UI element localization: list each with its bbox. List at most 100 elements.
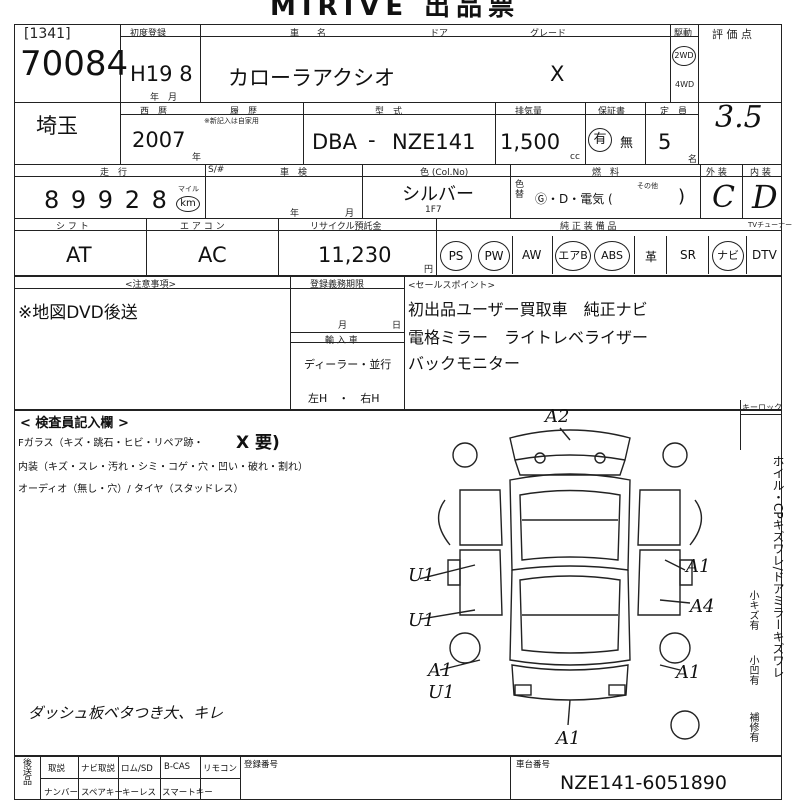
footer-chassis: NZE141-6051890 <box>560 772 727 794</box>
warranty-yes: 有 <box>588 128 612 152</box>
footer-item-keyless: キーレス <box>122 788 157 798</box>
lot-id: 70084 <box>20 44 129 84</box>
vehicle-info-frame <box>14 24 782 276</box>
footer-item-smart-key: スマートキー <box>162 788 213 798</box>
model-value: NZE141 <box>392 130 476 154</box>
score-value: 3.5 <box>715 100 763 135</box>
color-code: 1F7 <box>425 205 442 215</box>
fuel-close: ) <box>678 186 686 207</box>
reg-deadline-label: 登録義務期限 <box>310 280 365 290</box>
inspector-label: < 検査員記入欄 > <box>20 416 129 431</box>
mark-u1-low: U1 <box>428 682 455 703</box>
notes-text: ※地図DVD後送 <box>18 303 138 323</box>
first-reg-label: 初度登録 <box>130 29 167 39</box>
mileage-unit-mile: マイル <box>178 185 199 193</box>
footer-chassis-label: 車台番号 <box>516 760 551 770</box>
car-damage-diagram <box>420 427 703 740</box>
color-label: 色 (Col.No) <box>420 168 469 178</box>
fuel-options: Ⓖ・D・電気 ( <box>535 192 613 206</box>
mark-a1-bottom: A1 <box>556 728 581 749</box>
equip-ps: PS <box>440 241 472 271</box>
mark-a1-right: A1 <box>686 556 711 577</box>
footer-item-manual: 取説 <box>48 764 66 774</box>
notes-frame <box>14 276 782 410</box>
drive-4wd: 4WD <box>675 80 695 89</box>
interior-value: D <box>752 178 778 216</box>
inspection-label: 車 検 <box>280 168 308 178</box>
footer-item-spare-key: スペアキー <box>81 788 123 798</box>
footer-item-navi-manual: ナビ取説 <box>81 764 116 774</box>
mark-a1-left: A1 <box>428 660 453 681</box>
equip-pw: PW <box>478 241 510 271</box>
footer-item-rom: ロム/SD <box>121 764 153 774</box>
year-label: 西 暦 <box>140 107 168 117</box>
mark-u1-b: U1 <box>408 610 435 631</box>
model-dash: - <box>368 128 376 152</box>
score-label: 評 価 点 <box>712 28 752 41</box>
equipment-label: 純 正 装 備 品 <box>560 222 617 232</box>
color-value: シルバー <box>402 184 474 205</box>
inspection-month: 月 <box>345 209 355 219</box>
lot-number: [1341] <box>24 26 71 42</box>
capacity-unit: 名 <box>688 155 698 165</box>
grade-label: グレード <box>530 29 567 39</box>
warranty-label: 保証書 <box>598 107 626 117</box>
exterior-label: 外 装 <box>706 168 727 178</box>
aircon-value: AC <box>198 243 227 267</box>
inspection-year: 年 <box>290 209 300 219</box>
sales-line-3: バックモニター <box>408 354 521 373</box>
recycle-label: リサイクル預託金 <box>310 222 382 232</box>
side-note-sub2: 小凹有 <box>747 655 758 685</box>
sales-line-1: 初出品ユーザー買取車 純正ナビ <box>408 300 648 319</box>
mileage-unit-km: km <box>176 196 200 212</box>
region: 埼玉 <box>36 114 78 138</box>
recycle-unit: 円 <box>424 265 434 275</box>
fuel-other: その他 <box>637 182 658 190</box>
keylock-label: キーロック <box>742 403 782 412</box>
interior-label: 内 装 <box>750 168 771 178</box>
footer-item-plate: ナンバー <box>44 788 79 798</box>
notes-label: <注意事項> <box>125 280 177 290</box>
reg-deadline-month: 月 <box>338 321 348 331</box>
shift-label: シ フ ト <box>56 222 89 232</box>
fuel-label: 燃 料 <box>592 168 620 178</box>
equip-sunroof: SR <box>680 248 696 262</box>
side-note: ホイル・CPキズワレ/ドアミラーキズワレ <box>771 455 785 679</box>
drive-2wd: 2WD <box>672 46 696 66</box>
displacement-unit: cc <box>570 152 580 162</box>
equip-abs: ABS <box>594 241 630 271</box>
color-change: 色替 <box>515 180 525 200</box>
capacity-value: 5 <box>658 130 672 154</box>
footer-item-bcas: B-CAS <box>164 762 191 772</box>
year-value: 2007 <box>132 128 186 152</box>
side-note-sub1: 小キズ有 <box>747 590 758 630</box>
import-label: 輸 入 車 <box>325 336 358 346</box>
history-label: 履 歴 <box>230 107 258 117</box>
inspector-frame <box>14 410 782 756</box>
mark-a4: A4 <box>690 596 715 617</box>
drive-label: 駆動 <box>674 29 693 39</box>
tuner-label: TVチューナー <box>748 221 793 229</box>
side-note-sub3: 補修有 <box>747 712 758 742</box>
inspector-line-2: 内装（キズ・スレ・汚れ・シミ・コゲ・穴・凹い・破れ・割れ） <box>18 462 308 473</box>
displacement-value: 1,500 <box>500 130 561 154</box>
capacity-label: 定 員 <box>660 107 688 117</box>
first-reg-value: H19 8 <box>130 62 193 86</box>
inspector-x-mark: X 要) <box>236 433 280 453</box>
model-label: 型 式 <box>375 107 403 117</box>
mark-a1-right-low: A1 <box>676 662 701 683</box>
car-name-value: カローラアクシオ <box>228 66 395 90</box>
mark-a2: A2 <box>545 406 570 427</box>
equip-dtv: DTV <box>752 248 777 262</box>
reg-deadline-day: 日 <box>392 321 402 331</box>
inspector-line-1: Fガラス（キズ・跳石・ヒビ・リペア跡・ <box>18 438 204 449</box>
year-unit: 年 <box>192 153 202 163</box>
footer-reg-label: 登録番号 <box>244 760 279 770</box>
sales-line-2: 電格ミラー ライトレベライザー <box>408 328 649 347</box>
grade-value: X <box>550 62 565 86</box>
sales-points-label: <セールスポイント> <box>408 281 496 291</box>
warranty-no: 無 <box>620 136 634 151</box>
import-handle: 左H ・ 右H <box>308 392 380 405</box>
form-title: MIRIVE 出品票 <box>270 0 521 22</box>
exterior-value: C <box>712 180 735 215</box>
